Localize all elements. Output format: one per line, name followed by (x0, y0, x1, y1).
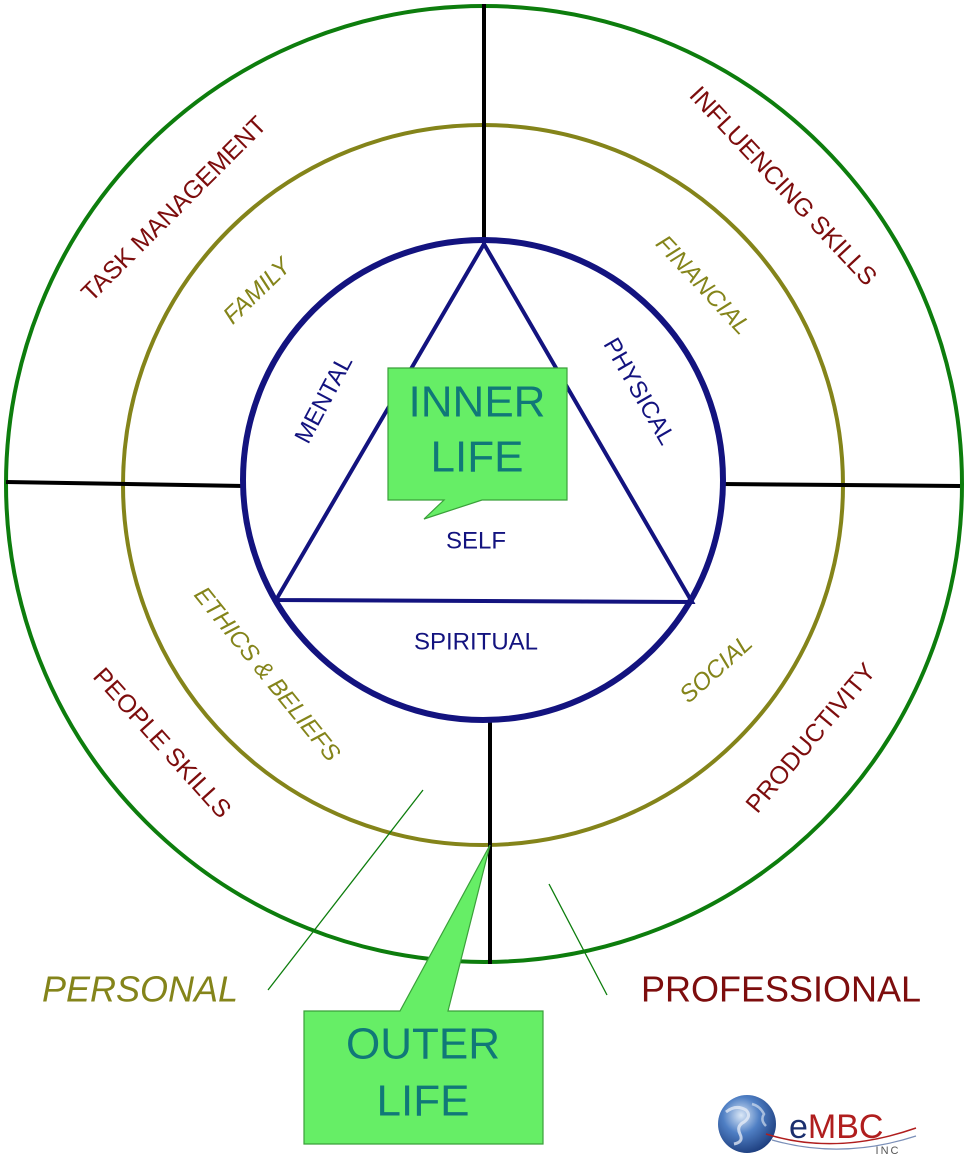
label-personal: PERSONAL (42, 969, 238, 1010)
divider-right (721, 482, 961, 488)
self-triangle (272, 240, 696, 605)
inner-circle (240, 237, 726, 723)
label-social: SOCIAL (674, 630, 757, 709)
label-task-management: TASK MANAGEMENT (76, 111, 272, 307)
label-family: FAMILY (218, 251, 298, 329)
logo-wordmark-prefix: e (789, 1108, 808, 1146)
label-productivity: PRODUCTIVITY (740, 658, 881, 819)
label-professional: PROFESSIONAL (641, 969, 921, 1010)
label-ethics-beliefs: ETHICS & BELIEFS (188, 582, 345, 767)
divider-left (5, 480, 245, 488)
outer-life-line1: OUTER (346, 1020, 500, 1069)
inner-life-callout: INNER LIFE (387, 367, 568, 520)
professional-pointer-line (548, 883, 608, 996)
label-physical: PHYSICAL (598, 333, 681, 449)
outer-life-callout: OUTER LIFE (303, 844, 544, 1145)
label-self: SELF (446, 527, 506, 554)
logo-suffix: INC (876, 1145, 901, 1157)
personal-pointer-line (267, 789, 424, 991)
label-mental: MENTAL (290, 351, 359, 448)
outer-life-line2: LIFE (377, 1077, 470, 1126)
label-spiritual: SPIRITUAL (414, 628, 538, 655)
inner-life-line2: LIFE (431, 433, 524, 482)
globe-icon (718, 1095, 776, 1153)
inner-life-line1: INNER (409, 378, 546, 427)
embc-logo: eMBC INC (718, 1095, 917, 1157)
label-people-skills: PEOPLE SKILLS (87, 662, 236, 823)
